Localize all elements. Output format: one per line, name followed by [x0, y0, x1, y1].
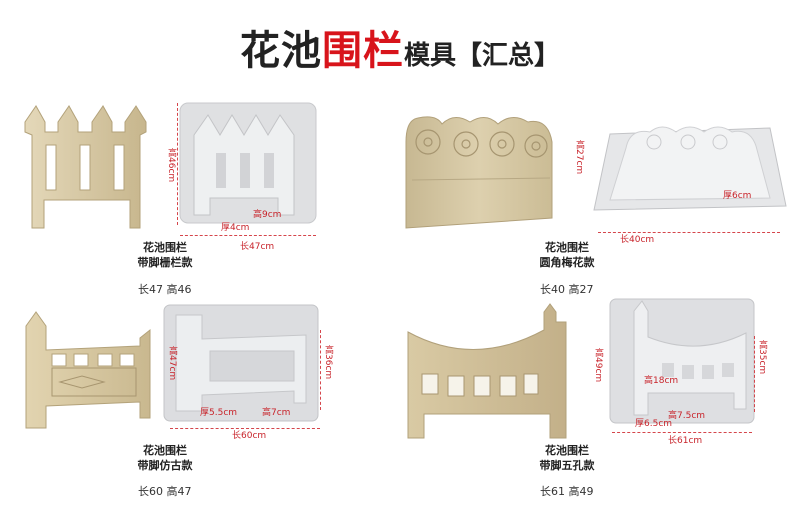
caption: 花池围栏 带脚五孔款: [527, 443, 607, 473]
dim-inner-height: 高18cm: [644, 376, 679, 386]
caption: 花池围栏 圆角梅花款: [527, 240, 607, 270]
title-part4: 【汇总】: [456, 41, 561, 71]
dim-length: 长40cm: [620, 235, 655, 245]
dim-thickness: 厚6.5cm: [635, 419, 673, 429]
product-name: 花池围栏: [143, 241, 187, 254]
dim-height2: 高36cm: [323, 345, 333, 380]
antique-product-image: [25, 311, 151, 429]
dim-height2: 高35cm: [757, 340, 767, 375]
dim-length: 长61cm: [668, 436, 703, 446]
product-model: 带脚五孔款: [539, 459, 595, 472]
title-part3: 模具: [403, 41, 456, 71]
dim-height: 高47cm: [167, 346, 177, 381]
five-hole-product-image: [407, 303, 567, 439]
five-hole-mold-image: [609, 298, 755, 424]
plum-blossom-product-image: [405, 116, 553, 229]
product-model: 带脚仿古款: [137, 459, 193, 472]
dim-height: 高27cm: [574, 140, 584, 175]
dim-length: 长47cm: [240, 242, 275, 252]
picket-fence-product-image: [24, 105, 147, 229]
dim-height: 高49cm: [593, 348, 603, 383]
product-size: 长47 高46: [138, 283, 192, 296]
product-model: 圆角梅花款: [539, 256, 595, 269]
picket-fence-mold-image: [179, 102, 317, 224]
plum-blossom-mold-image: [593, 126, 787, 211]
dim-length: 长60cm: [232, 431, 267, 441]
product-size: 长61 高49: [540, 485, 594, 498]
antique-mold-image: [163, 304, 319, 422]
dim-thickness: 厚4cm: [221, 223, 250, 233]
dim-thickness: 厚6cm: [723, 191, 752, 201]
product-name: 花池围栏: [545, 241, 589, 254]
product-name: 花池围栏: [143, 444, 187, 457]
dim-inner-height: 高9cm: [253, 210, 282, 220]
dim-inner-length: 高7.5cm: [668, 411, 706, 421]
title-part2: 围栏: [321, 28, 404, 74]
caption: 花池围栏 带脚仿古款: [125, 443, 205, 473]
dim-thickness: 厚5.5cm: [200, 408, 238, 418]
product-model: 带脚栅栏款: [137, 256, 193, 269]
caption: 花池围栏 带脚栅栏款: [125, 240, 205, 270]
dim-inner-height: 高7cm: [262, 408, 291, 418]
product-size: 长60 高47: [138, 485, 192, 498]
page-title: 花池围栏模具【汇总】: [0, 18, 800, 76]
title-part1: 花池: [239, 28, 322, 74]
product-size: 长40 高27: [540, 283, 594, 296]
product-name: 花池围栏: [545, 444, 589, 457]
dim-height: 高46cm: [166, 148, 176, 183]
